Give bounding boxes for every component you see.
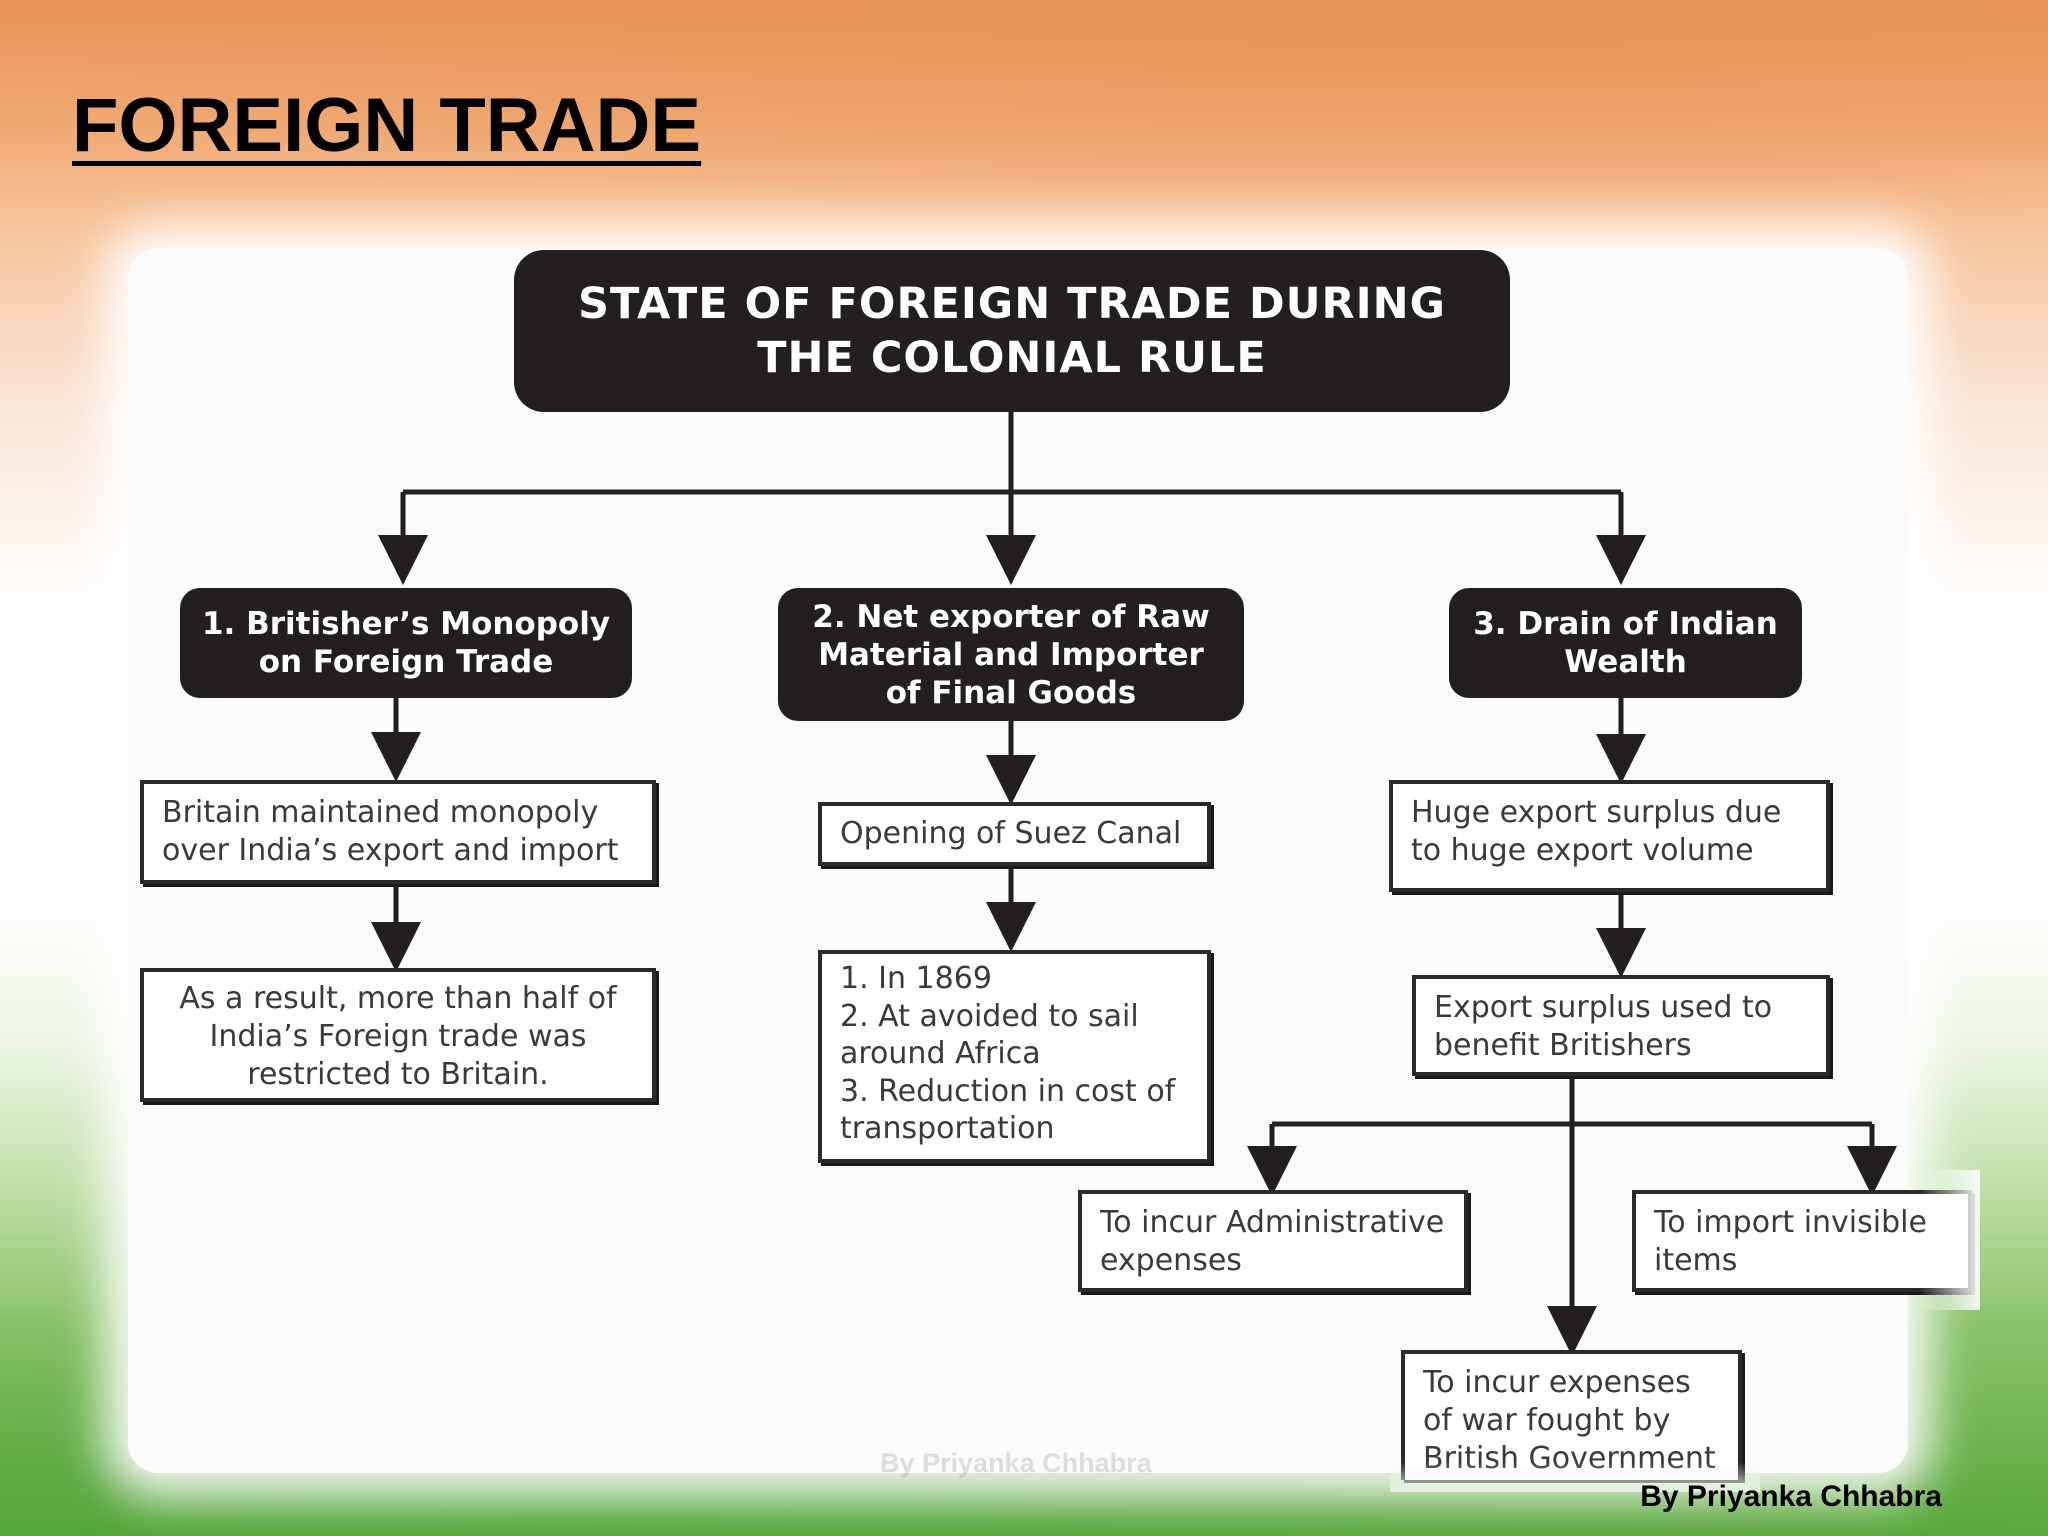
benefit-britishers-box: Export surplus used to benefit Britisher… xyxy=(1412,975,1830,1076)
war-expenses-box: To incur expenses of war fought by Briti… xyxy=(1401,1350,1742,1480)
branch-3-header: 3. Drain of Indian Wealth xyxy=(1449,588,1802,698)
result-box: As a result, more than half of India’s F… xyxy=(140,968,656,1102)
monopoly-box: Britain maintained monopoly over India’s… xyxy=(140,780,656,884)
watermark-text: By Priyanka Chhabra xyxy=(880,1448,1152,1478)
suez-canal-box: Opening of Suez Canal xyxy=(818,802,1211,866)
bottom-edge-fade xyxy=(1390,1462,1760,1492)
main-title-box: STATE OF FOREIGN TRADE DURING THE COLONI… xyxy=(514,250,1510,412)
branch-1-header: 1. Britisher’s Monopoly on Foreign Trade xyxy=(180,588,632,698)
branch-2-header: 2. Net exporter of Raw Material and Impo… xyxy=(778,588,1244,721)
administrative-box: To incur Administrative expenses xyxy=(1078,1190,1468,1292)
slide-title: FOREIGN TRADE xyxy=(72,83,702,168)
suez-details-box: 1. In 1869 2. At avoided to sail around … xyxy=(818,950,1211,1163)
right-edge-fade xyxy=(1920,1170,1980,1310)
author-credit: By Priyanka Chhabra xyxy=(1640,1480,1942,1513)
export-surplus-box: Huge export surplus due to huge export v… xyxy=(1389,780,1830,892)
